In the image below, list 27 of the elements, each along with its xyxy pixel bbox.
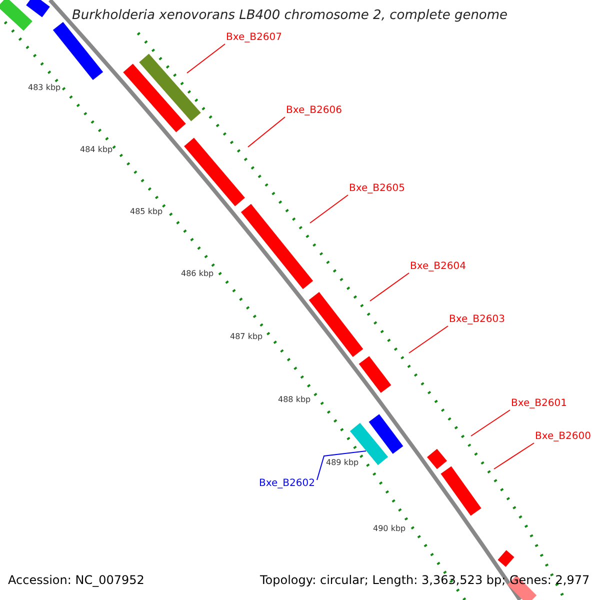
leader-line xyxy=(316,450,366,480)
position-label: 488 kbp xyxy=(278,396,311,404)
position-label: 487 kbp xyxy=(230,333,263,341)
gene-label: Bxe_B2600 xyxy=(535,432,591,442)
gene-label: Bxe_B2605 xyxy=(349,184,405,194)
gene-label: Bxe_B2601 xyxy=(511,399,567,409)
leader-line xyxy=(408,326,448,354)
leader-line xyxy=(248,116,286,148)
leader-line xyxy=(370,272,410,302)
leader-line xyxy=(494,442,534,470)
info-text: Accession: NC_007952 xyxy=(8,574,144,586)
leader-line xyxy=(310,194,348,224)
gene-label: Bxe_B2606 xyxy=(286,106,342,116)
position-label: 484 kbp xyxy=(80,146,113,154)
gene-label: Bxe_B2602 xyxy=(259,479,315,489)
position-label: 483 kbp xyxy=(28,84,61,92)
position-label: 485 kbp xyxy=(130,208,163,216)
gene-label: Bxe_B2607 xyxy=(226,33,282,43)
position-label: 490 kbp xyxy=(373,525,406,533)
leader-line xyxy=(470,410,510,436)
gene-label: Bxe_B2603 xyxy=(449,315,505,325)
leader-line xyxy=(186,44,226,74)
position-label: 486 kbp xyxy=(181,270,214,278)
title: Burkholderia xenovorans LB400 chromosome 2, complete genome xyxy=(72,9,508,22)
gene-label: Bxe_B2604 xyxy=(410,262,466,272)
info-text: Topology: circular; Length: 3,363,523 bp; Genes: 2,977 xyxy=(260,574,590,586)
position-label: 489 kbp xyxy=(326,459,359,467)
